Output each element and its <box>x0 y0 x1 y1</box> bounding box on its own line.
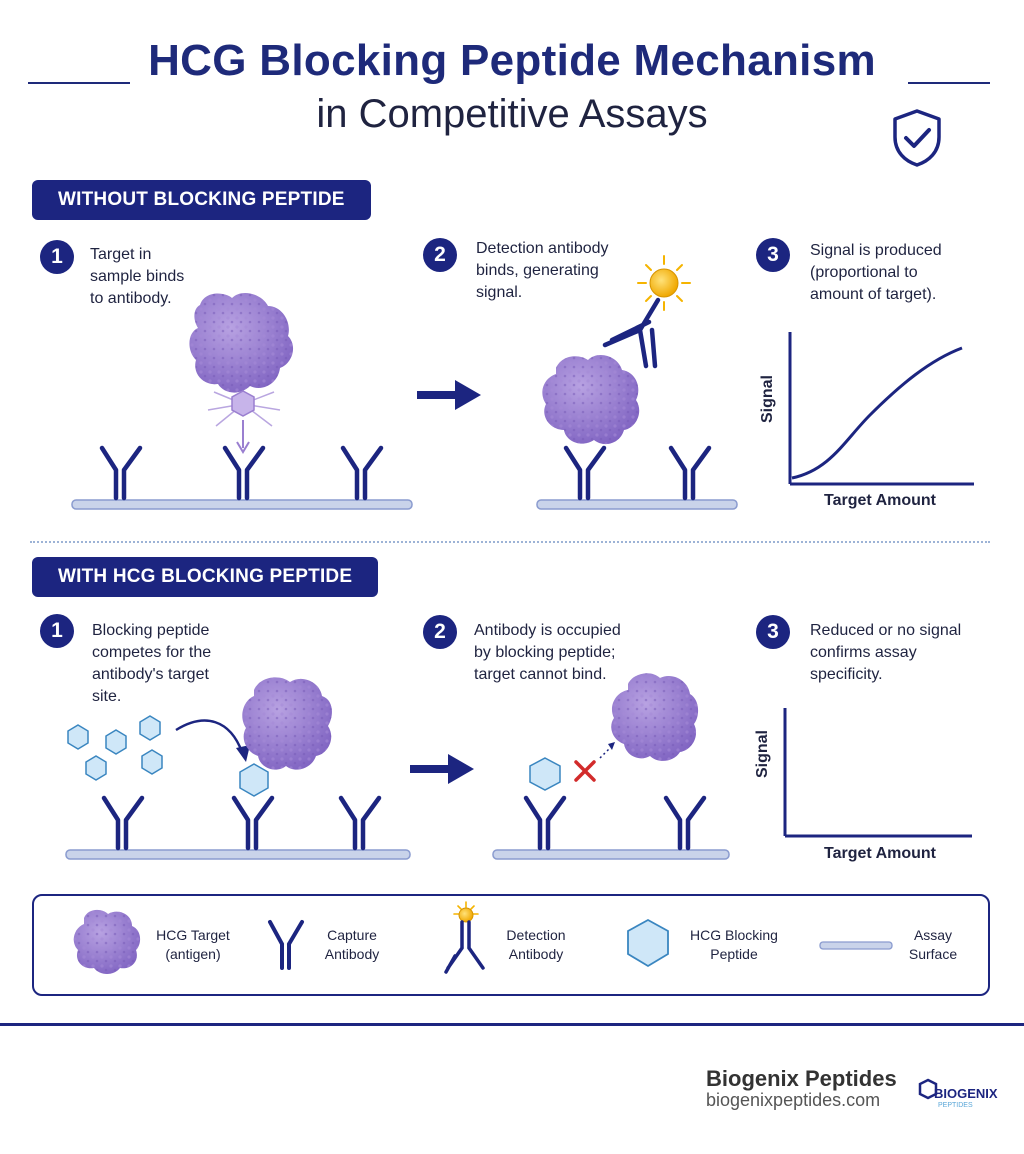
step-line: competes for the <box>92 644 212 661</box>
logo-sub: PEPTIDES <box>938 1102 973 1109</box>
legend-label: HCG Target (antigen) <box>148 926 238 964</box>
legend-label: HCG Blocking Peptide <box>682 926 786 964</box>
step-line: Signal is produced <box>810 242 942 259</box>
legend-box <box>32 894 990 996</box>
graph-xlabel: Target Amount <box>824 845 936 862</box>
biogenix-logo-icon: BIOGENIX PEPTIDES <box>918 1078 998 1109</box>
capture-antibody <box>101 795 145 851</box>
legend-line: Peptide <box>710 946 758 962</box>
footer-site-link[interactable]: biogenixpeptides.com <box>706 1090 881 1110</box>
step-line: sample binds <box>90 268 185 285</box>
step-line: Detection antibody <box>476 240 609 257</box>
capture-antibody <box>338 795 382 851</box>
page-title: HCG Blocking Peptide Mechanism <box>148 36 876 85</box>
legend-line: (antigen) <box>165 946 221 962</box>
blocking-peptide <box>529 757 561 791</box>
graph-xlabel: Target Amount <box>824 492 936 509</box>
capture-antibody <box>523 795 567 851</box>
step-number-badge: 1 <box>40 614 74 648</box>
legend-line: Antibody <box>324 946 380 962</box>
capture-antibody <box>563 445 607 501</box>
legend-label: Assay Surface <box>902 926 964 964</box>
step-line: specificity. <box>810 666 883 683</box>
legend-line: Capture <box>327 927 377 943</box>
step-number-badge: 3 <box>756 615 790 649</box>
signal-curve <box>791 346 963 480</box>
legend-label: Capture Antibody <box>312 926 392 964</box>
logo-word: BIOGENIX <box>934 1086 998 1101</box>
step-line: site. <box>92 688 122 705</box>
legend-line: Detection <box>506 927 566 943</box>
capture-antibody <box>231 795 275 851</box>
step-text: Detection antibody binds, generating sig… <box>476 238 609 304</box>
step-line: target cannot bind. <box>474 666 607 683</box>
capture-antibody <box>99 445 143 501</box>
epitope-fragment <box>231 390 255 417</box>
section-divider <box>30 541 990 543</box>
assay-surface <box>536 499 738 510</box>
footer-rule <box>0 1023 1024 1026</box>
step-text: Reduced or no signal confirms assay spec… <box>810 620 961 686</box>
legend-label: Detection Antibody <box>496 926 576 964</box>
step-text: Blocking peptide competes for the antibo… <box>92 620 211 708</box>
section-banner-with: WITH HCG BLOCKING PEPTIDE <box>32 557 379 597</box>
legend-line: HCG Blocking <box>690 927 778 943</box>
detection-antibody <box>602 297 661 369</box>
capture-antibody <box>222 445 266 501</box>
legend-line: Antibody <box>508 946 564 962</box>
assay-surface <box>492 849 730 860</box>
assay-surface <box>65 849 411 860</box>
step-number-badge: 3 <box>756 238 790 272</box>
legend-line: HCG Target <box>156 927 230 943</box>
step-text: Target in sample binds to antibody. <box>90 244 184 310</box>
step-line: binds, generating <box>476 262 599 279</box>
capture-antibody <box>340 445 384 501</box>
step-number-badge: 2 <box>423 615 457 649</box>
step-line: Blocking peptide <box>92 622 210 639</box>
block-x-icon <box>574 760 596 782</box>
step-line: Reduced or no signal <box>810 622 962 639</box>
capture-antibody <box>663 795 707 851</box>
step-line: amount of target). <box>810 286 937 303</box>
title-rule-right <box>908 82 990 84</box>
step-line: Target in <box>90 246 152 263</box>
footer-brand: Biogenix Peptides <box>706 1066 897 1091</box>
section-banner-without: WITHOUT BLOCKING PEPTIDE <box>32 180 371 220</box>
step-text: Signal is produced (proportional to amou… <box>810 240 942 306</box>
step-number-badge: 2 <box>423 238 457 272</box>
step-line: Antibody is occupied <box>474 622 621 639</box>
capture-antibody <box>668 445 712 501</box>
step-line: to antibody. <box>90 290 172 307</box>
step-line: (proportional to <box>810 264 918 281</box>
step-line: signal. <box>476 284 523 301</box>
arrow-right-icon <box>417 380 481 410</box>
shield-check-icon <box>893 109 941 167</box>
step-number-badge: 1 <box>40 240 74 274</box>
step-line: confirms assay <box>810 644 917 661</box>
signal-glow-rays <box>637 255 691 311</box>
step-line: antibody's target <box>92 666 209 683</box>
legend-line: Surface <box>908 946 958 962</box>
legend-line: Assay <box>913 927 953 943</box>
signal-sun-icon <box>649 268 679 298</box>
page-subtitle: in Competitive Assays <box>316 92 708 136</box>
blocking-peptide <box>67 715 269 797</box>
arrow-right-icon <box>410 754 474 784</box>
assay-surface <box>71 499 413 510</box>
step-line: by blocking peptide; <box>474 644 616 661</box>
step-text: Antibody is occupied by blocking peptide… <box>474 620 621 686</box>
title-rule-left <box>28 82 130 84</box>
